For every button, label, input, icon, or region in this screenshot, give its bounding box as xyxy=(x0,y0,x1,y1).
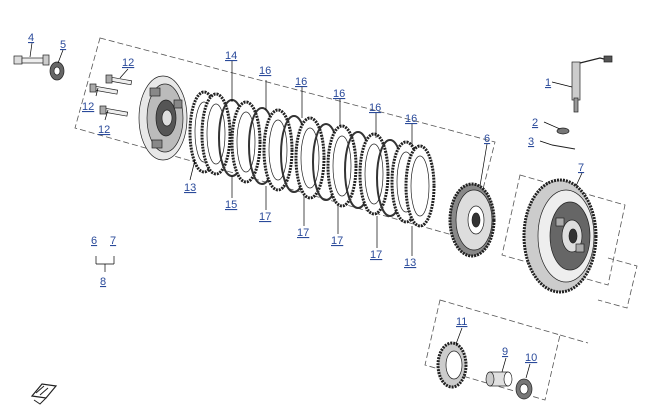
pin-part-3 xyxy=(551,144,576,150)
callout-5[interactable]: 5 xyxy=(60,39,66,51)
callout-17-4[interactable]: 17 xyxy=(370,249,382,261)
gear-group-frame xyxy=(424,299,589,401)
leader-lines xyxy=(29,42,583,379)
callout-13-left[interactable]: 13 xyxy=(184,182,196,194)
bolts-part-12 xyxy=(89,74,133,117)
callout-16-4[interactable]: 16 xyxy=(369,102,381,114)
callout-7[interactable]: 7 xyxy=(578,162,584,174)
callout-2[interactable]: 2 xyxy=(532,117,538,129)
callout-8[interactable]: 8 xyxy=(100,276,106,288)
washer-part-2 xyxy=(556,127,570,135)
callout-17-2[interactable]: 17 xyxy=(297,227,309,239)
callout-16-3[interactable]: 16 xyxy=(333,88,345,100)
callout-1[interactable]: 1 xyxy=(545,77,551,89)
callout-17-1[interactable]: 17 xyxy=(259,211,271,223)
gear-part-11 xyxy=(436,341,468,389)
clutch-hub-part-6 xyxy=(448,182,496,258)
callout-16-1[interactable]: 16 xyxy=(259,65,271,77)
bearing-part-10 xyxy=(515,378,533,400)
callout-12-top[interactable]: 12 xyxy=(122,57,134,69)
bushing-part-9 xyxy=(485,371,513,387)
callout-labels: 1 2 3 4 5 6 6 7 7 8 9 10 11 12 12 12 13 … xyxy=(28,32,584,364)
arrow-logo-icon xyxy=(30,383,58,405)
callout-6[interactable]: 6 xyxy=(484,133,490,145)
callout-17-3[interactable]: 17 xyxy=(331,235,343,247)
callout-9[interactable]: 9 xyxy=(502,346,508,358)
bearing-part-5 xyxy=(49,61,65,81)
pressure-plate xyxy=(138,75,188,161)
callout-15[interactable]: 15 xyxy=(225,199,237,211)
callout-12-bottom[interactable]: 12 xyxy=(98,124,110,136)
callout-10[interactable]: 10 xyxy=(525,352,537,364)
callout-3[interactable]: 3 xyxy=(528,136,534,148)
callout-7-group[interactable]: 7 xyxy=(110,235,116,247)
callout-4[interactable]: 4 xyxy=(28,32,34,44)
callout-6-group[interactable]: 6 xyxy=(91,235,97,247)
callout-11[interactable]: 11 xyxy=(456,316,467,328)
callout-14[interactable]: 14 xyxy=(225,50,237,62)
callout-16-2[interactable]: 16 xyxy=(295,76,307,88)
sensor-part-1 xyxy=(571,55,613,113)
bolt-part-4 xyxy=(13,54,50,66)
callout-16-5[interactable]: 16 xyxy=(405,113,417,125)
clutch-basket-part-7 xyxy=(522,178,598,294)
basket-assembly-frame xyxy=(501,174,638,309)
callout-12-left[interactable]: 12 xyxy=(82,101,94,113)
clutch-plate-stack xyxy=(188,90,436,228)
callout-13-right[interactable]: 13 xyxy=(404,257,416,269)
